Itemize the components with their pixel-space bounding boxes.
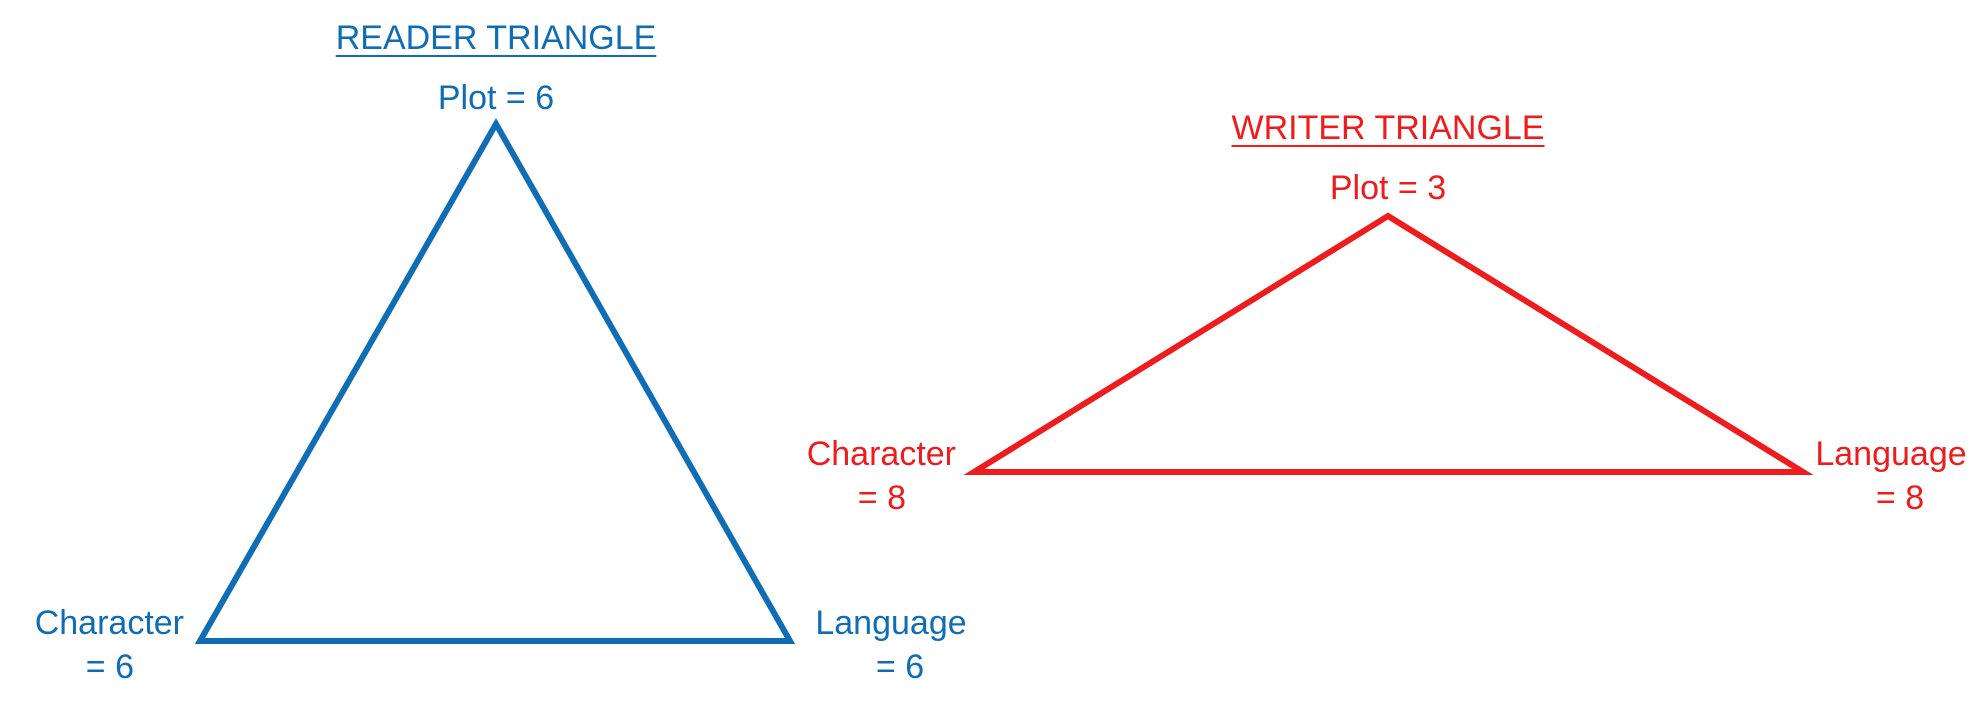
writer-language-value: = 8 [1875,479,1925,517]
reader-character-value: = 6 [85,648,134,686]
reader-character-label: Character = 6 [24,601,184,689]
reader-plot-label: Plot = 6 [437,79,555,117]
reader-character-name: Character [34,604,184,642]
reader-language-value: = 6 [875,648,925,686]
writer-plot-label: Plot = 3 [1329,169,1447,207]
writer-character-value: = 8 [857,479,906,517]
reader-language-name: Language [815,604,967,642]
writer-character-name: Character [806,435,956,473]
writer-language-name: Language [1815,435,1967,473]
writer-language-label: Language = 8 [1806,432,1976,520]
writer-triangle-title: WRITER TRIANGLE [1231,109,1545,147]
writer-character-label: Character = 8 [796,432,956,520]
writer-triangle-shape [963,212,1814,475]
reader-triangle-shape [194,117,796,644]
reader-language-label: Language = 6 [806,601,976,689]
reader-triangle-title: READER TRIANGLE [335,19,657,57]
